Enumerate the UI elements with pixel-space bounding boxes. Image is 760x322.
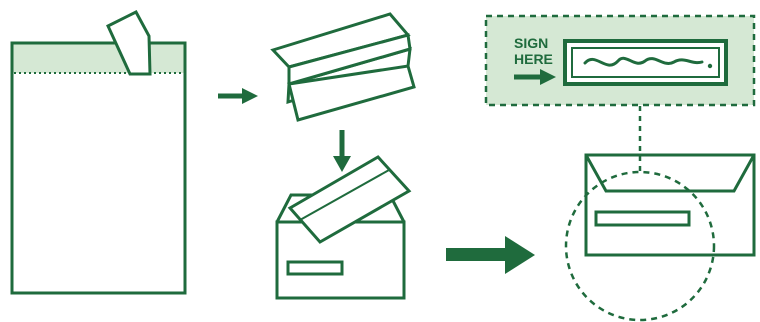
result-envelope-body <box>586 155 754 255</box>
callout-line2: HERE <box>514 51 553 67</box>
page-top-strip <box>12 43 185 73</box>
folded-paper-icon <box>273 14 414 120</box>
page-tear-icon <box>12 12 185 293</box>
window-envelope-icon <box>566 106 754 320</box>
envelope-window <box>288 262 342 274</box>
envelope-body <box>277 222 404 298</box>
arrow-right-icon <box>218 88 258 104</box>
arrow-down-icon <box>333 130 351 172</box>
callout-line1: SIGN <box>514 35 548 51</box>
result-envelope-window <box>596 212 689 225</box>
arrow-large-icon <box>446 236 535 274</box>
envelope-insert-icon <box>277 157 409 298</box>
signature-dot <box>708 64 712 68</box>
page-outline <box>12 43 185 293</box>
signature-box-icon: SIGN HERE <box>486 16 754 105</box>
